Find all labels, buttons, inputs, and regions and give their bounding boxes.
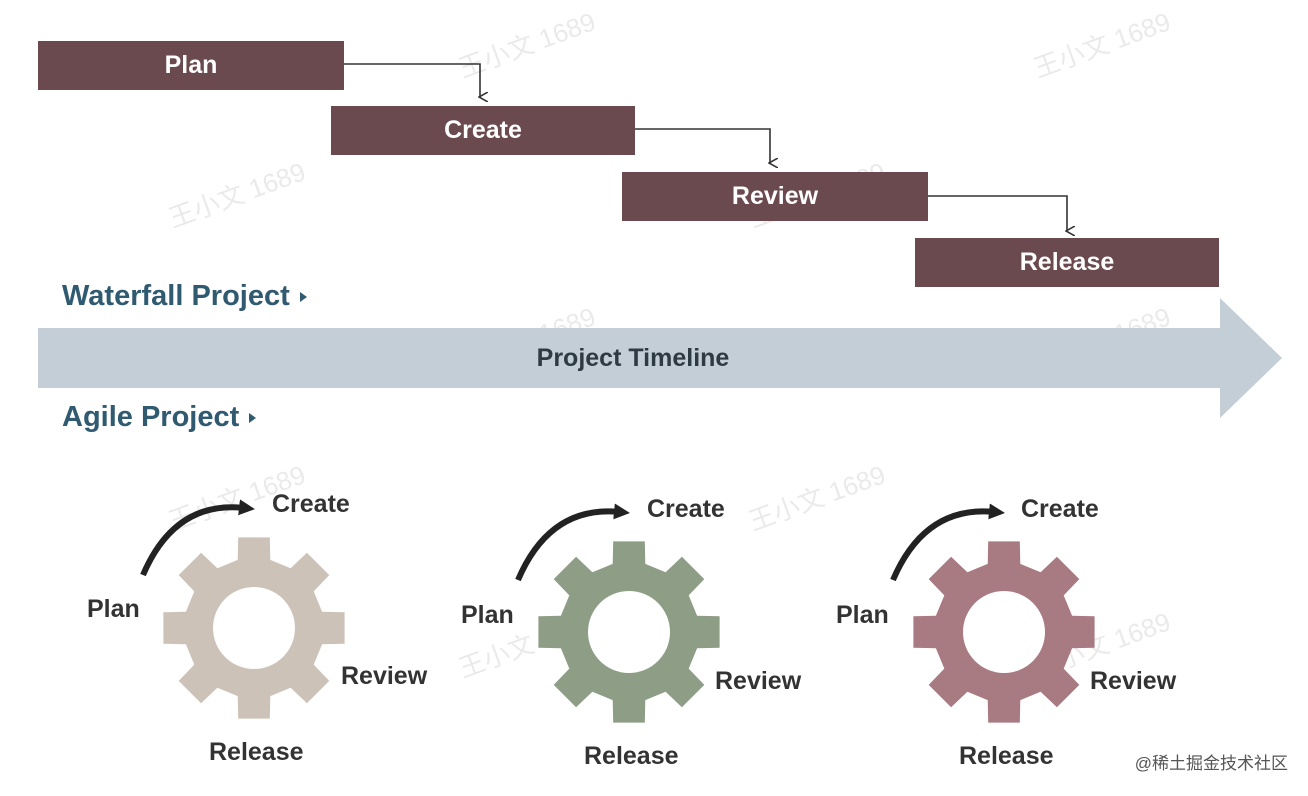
agile-project-text: Agile Project — [62, 401, 240, 433]
gear-icon — [913, 541, 1095, 723]
agile-project-label: Agile Project — [62, 401, 257, 434]
agile-release-label: Release — [584, 742, 679, 770]
agile-review-label: Review — [715, 667, 802, 695]
agile-create-label: Create — [647, 495, 725, 523]
waterfall-project-label: Waterfall Project — [62, 280, 307, 313]
play-icon — [249, 412, 257, 423]
agile-create-label: Create — [272, 490, 350, 518]
gear-body — [913, 541, 1095, 723]
agile-plan-label: Plan — [461, 601, 514, 629]
waterfall-step-plan: Plan — [38, 41, 344, 90]
waterfall-step-create: Create — [331, 106, 635, 155]
gear-body — [163, 537, 345, 719]
project-timeline-label: Project Timeline — [536, 343, 730, 372]
cycle-arrow — [515, 503, 630, 582]
play-icon — [299, 291, 307, 302]
agile-release-label: Release — [209, 738, 304, 766]
cycle-arrow — [890, 503, 1005, 582]
watermark: 王小文 1689 — [1029, 6, 1175, 84]
watermark: 王小文 1689 — [454, 6, 600, 84]
waterfall-project-text: Waterfall Project — [62, 280, 290, 312]
agile-plan-label: Plan — [836, 601, 889, 629]
agile-create-label: Create — [1021, 495, 1099, 523]
agile-plan-label: Plan — [87, 595, 140, 623]
gear-hole — [213, 587, 295, 669]
gear-icon — [163, 537, 345, 719]
watermark: 王小文 1689 — [744, 459, 890, 537]
source-credit: @稀土掘金技术社区 — [1134, 754, 1288, 773]
agile-review-label: Review — [341, 662, 428, 690]
gear-hole — [588, 591, 670, 673]
agile-release-label: Release — [959, 742, 1054, 770]
waterfall-step-review: Review — [622, 172, 928, 221]
waterfall-step-release: Release — [915, 238, 1219, 287]
agile-review-label: Review — [1090, 667, 1177, 695]
watermark: 王小文 1689 — [164, 156, 310, 234]
